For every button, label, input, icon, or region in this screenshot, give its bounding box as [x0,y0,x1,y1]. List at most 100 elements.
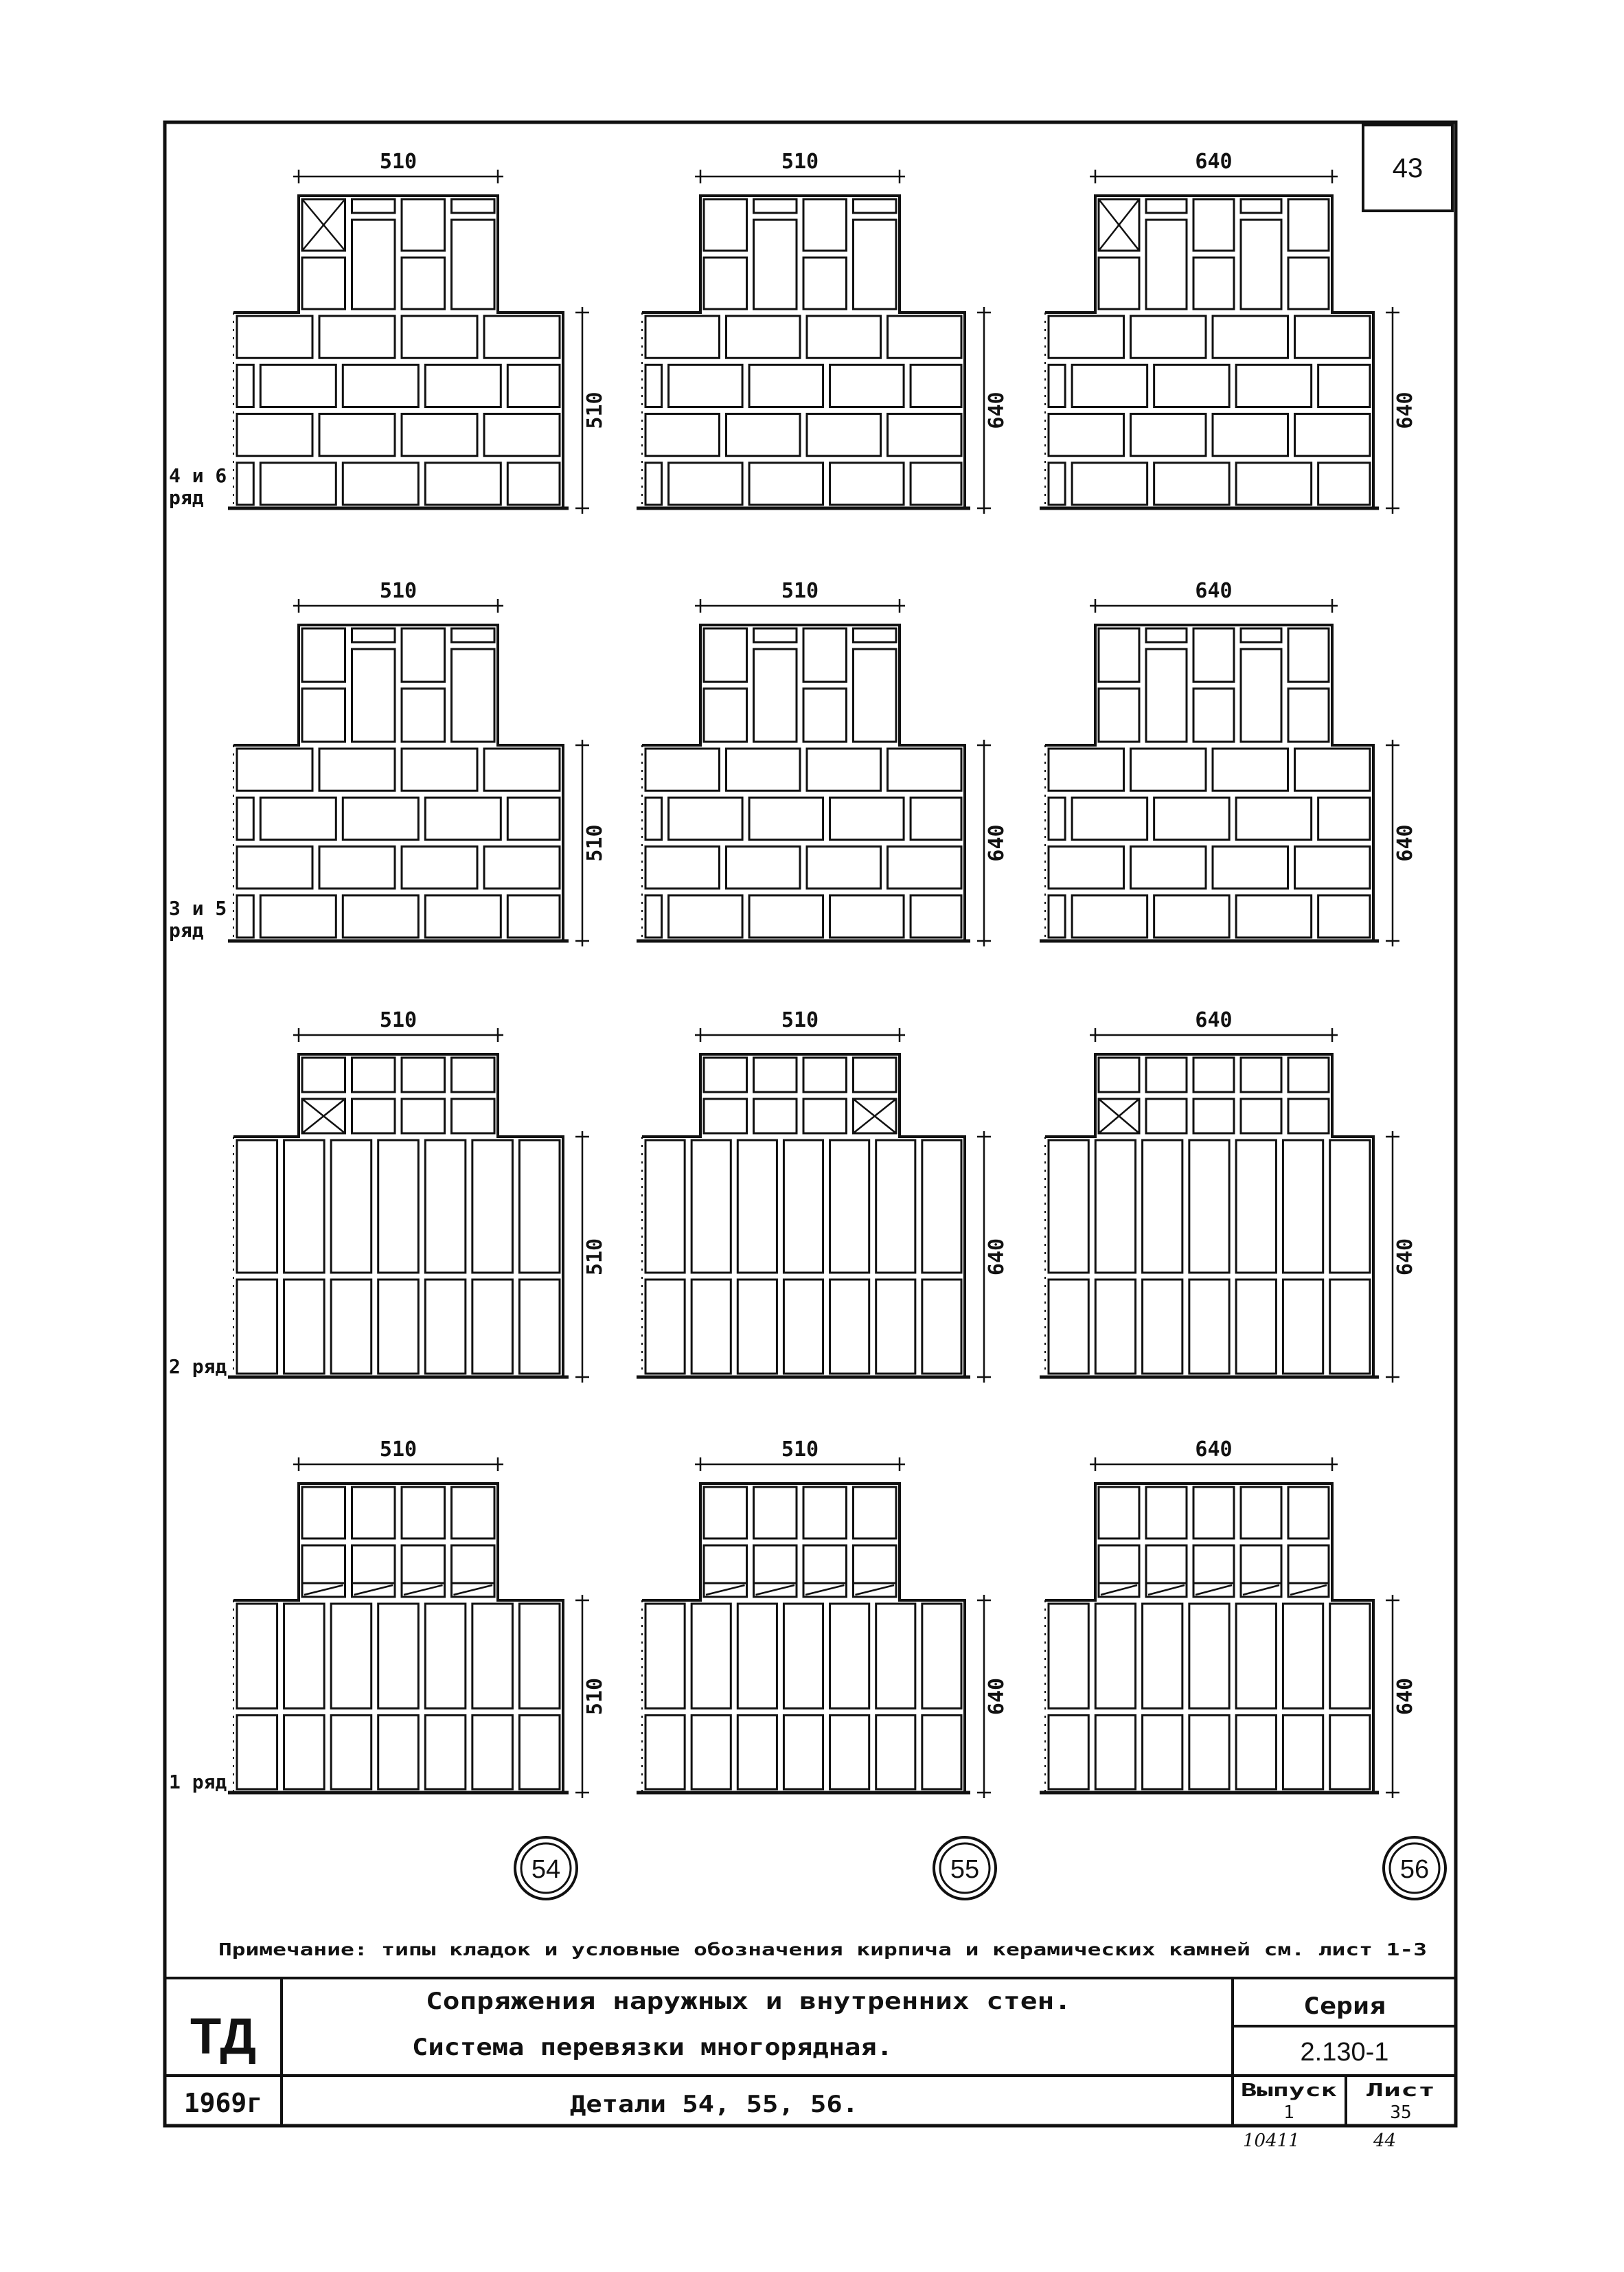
brick-hatch-line [755,1584,795,1596]
brick [909,894,963,939]
brick [829,894,905,939]
marker-inner-ring [520,1842,572,1894]
brick [1141,1602,1184,1709]
brick [1192,1582,1235,1598]
brick [736,1139,778,1274]
wall-outline [1045,194,1375,508]
brick [1188,1602,1231,1709]
brick [1047,747,1125,792]
brick [1153,796,1231,841]
brick [236,363,255,408]
brick [802,198,847,252]
height-dimension-label: 510 [583,391,607,429]
height-dimension-label: 640 [1393,391,1417,429]
brick [518,1278,561,1375]
brick [483,845,561,890]
brick [1211,413,1289,457]
brick [644,894,663,939]
brick [283,1602,325,1709]
brick [1239,1582,1283,1598]
brick [1329,1714,1371,1791]
brick [330,1139,373,1274]
brick-hatch-line [354,1584,393,1596]
brick [644,845,720,890]
brick [1235,363,1313,408]
brick [1097,1486,1141,1540]
brick [1130,747,1207,792]
issue-label: Выпуск [1241,2080,1338,2101]
detail-marker-55: 55 [933,1836,997,1900]
brick [725,315,801,359]
brick [921,1602,963,1709]
brick [725,747,801,792]
height-dimension-label: 640 [1393,1678,1417,1715]
brick-hatch-line [705,1584,745,1596]
brick [921,1278,963,1375]
detail-1-3: 640 640 [1040,150,1417,514]
brick [852,1582,897,1598]
brick [424,462,502,506]
brick [644,747,720,792]
brick [1097,1582,1141,1598]
brick [1192,1098,1235,1135]
brick-hatch-line [1100,1584,1138,1596]
brick [782,1714,825,1791]
brick [1145,218,1188,310]
brick [400,1486,446,1540]
wall-outline [642,1482,966,1793]
brick [644,1139,686,1274]
brick [887,747,963,792]
brick [753,1486,798,1540]
brick [1239,627,1283,644]
brick [1047,1602,1090,1709]
width-dimension-label: 640 [1195,150,1232,174]
brick [1287,1056,1330,1093]
brick [725,413,801,457]
brick [909,363,963,408]
brick [450,1486,496,1540]
brick [702,198,748,252]
brick [1047,796,1066,841]
height-dimension-label: 640 [1393,824,1417,861]
brick [1097,198,1141,252]
height-dimension-label: 640 [985,391,1009,429]
brick [341,796,420,841]
brick [1235,894,1313,939]
brick [318,413,396,457]
brick [301,1486,346,1540]
brick [1329,1139,1371,1274]
width-dimension-label: 510 [781,1438,819,1462]
brick [236,315,314,359]
brick [483,315,561,359]
brick [702,627,748,683]
brick [1192,627,1235,683]
brick [702,1582,748,1598]
brick-hatch-line [453,1584,493,1596]
brick [424,1714,467,1791]
brick [236,1602,279,1709]
brick [236,1139,279,1274]
brick [341,894,420,939]
brick [400,1056,446,1093]
brick [1287,688,1330,743]
height-dimension-label: 640 [985,824,1009,861]
brick [506,894,561,939]
brick [829,1139,871,1274]
brick [829,796,905,841]
brick [1281,1278,1325,1375]
brick [1097,627,1141,683]
brick [283,1139,325,1274]
brick [782,1602,825,1709]
detail-number: 54 [531,1855,560,1884]
brick [1094,1278,1137,1375]
brick [1281,1602,1325,1709]
brick [318,845,396,890]
brick [318,747,396,792]
brick [351,1056,396,1093]
brick [1239,1486,1283,1540]
brick-hatch-line [1242,1584,1280,1596]
